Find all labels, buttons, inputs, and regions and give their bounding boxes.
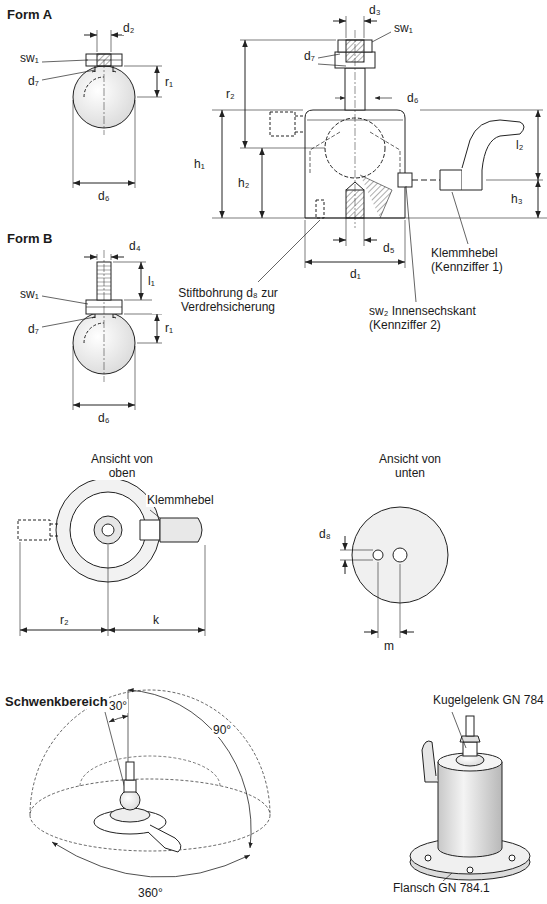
dimension-label: h₃ [510, 192, 524, 206]
dimension-label: r₂ [59, 613, 70, 627]
note-label: Stiftbohrung d₈ zur Verdrehsicherung [152, 286, 304, 314]
dimension-label: l₁ [147, 274, 156, 288]
dimension-label: d₆ [97, 189, 111, 203]
dimension-label: r₁ [164, 321, 174, 335]
note-label: sw₂ Innensechskant (Kennziffer 2) [368, 304, 500, 332]
dimension-label: d₄ [128, 239, 142, 253]
dimension-label: m [383, 639, 395, 653]
view-title: Ansicht von oben [81, 452, 163, 480]
dimension-label: h₁ [193, 157, 206, 171]
dimension-label: d₅ [382, 241, 396, 255]
dimension-label: sw₁ [19, 287, 40, 301]
part-label: Klemmhebel (Kennziffer 1) [430, 246, 522, 274]
dimension-label: r₂ [225, 87, 236, 101]
view-title: Ansicht von unten [369, 452, 451, 480]
dimension-label: k [152, 613, 160, 627]
dimension-label: d₆ [406, 91, 420, 105]
part-label: Klemmhebel [146, 493, 215, 507]
angle-label: 90° [212, 723, 232, 737]
view-title: Form A [6, 8, 53, 22]
dimension-label: d₆ [97, 411, 111, 425]
dimension-label: d₈ [318, 527, 332, 541]
section-title: Schwenkbereich [4, 695, 109, 709]
dimension-label: d₁ [349, 267, 362, 281]
dimension-label: d₂ [122, 21, 135, 35]
dimension-label: sw₁ [393, 21, 414, 35]
dimension-label: h₂ [237, 176, 250, 190]
dimension-label: d₇ [27, 74, 40, 88]
dimension-label: d₃ [368, 3, 382, 17]
dimension-label: d₇ [27, 322, 40, 336]
dimension-label: l₂ [515, 138, 524, 152]
part-label: Flansch GN 784.1 [392, 881, 491, 895]
part-label: Kugelgelenk GN 784 [432, 693, 545, 707]
dimension-label: sw₁ [19, 51, 40, 65]
view-title: Form B [6, 232, 54, 246]
angle-label: 360° [137, 886, 164, 900]
dimension-label: d₇ [303, 49, 316, 63]
angle-label: 30° [108, 699, 128, 713]
dimension-label: r₁ [164, 75, 174, 89]
